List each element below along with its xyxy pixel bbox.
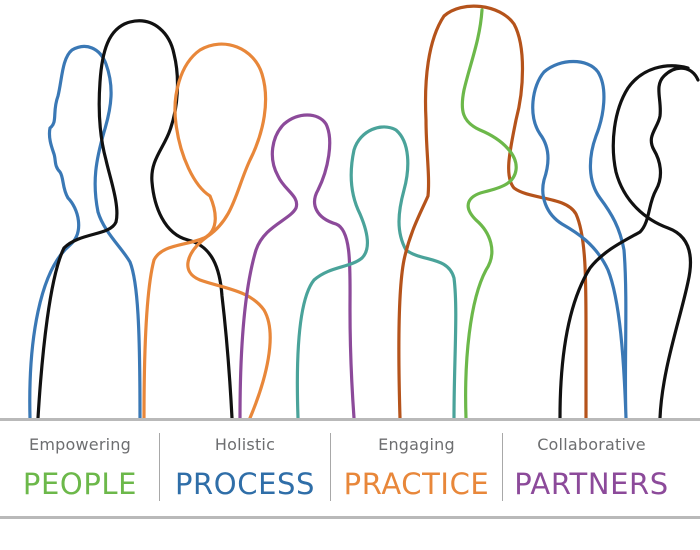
column-partners: Collaborative PARTNERS	[503, 421, 680, 516]
column-title: PEOPLE	[22, 467, 138, 501]
silhouette-teal	[295, 125, 458, 420]
column-title: PRACTICE	[343, 467, 490, 501]
silhouette-purple	[238, 113, 356, 420]
silhouette-green	[460, 8, 518, 420]
column-title: PARTNERS	[514, 467, 669, 501]
column-practice: Engaging PRACTICE	[331, 421, 502, 516]
column-divider	[502, 433, 503, 501]
bottom-divider-line	[0, 516, 700, 519]
column-subtitle: Holistic	[214, 435, 276, 454]
column-people: Empowering PEOPLE	[0, 421, 160, 516]
silhouette-brown	[397, 4, 588, 420]
silhouette-blue-right	[531, 60, 628, 420]
people-silhouettes-illustration	[28, 4, 700, 420]
column-title: PROCESS	[174, 467, 316, 501]
silhouette-black-right	[558, 66, 700, 420]
silhouette-black-left	[36, 19, 234, 420]
top-divider-line	[0, 418, 700, 421]
column-subtitle: Empowering	[29, 435, 131, 454]
column-process: Holistic PROCESS	[160, 421, 330, 516]
column-divider	[330, 433, 331, 501]
values-row: Empowering PEOPLE Holistic PROCESS Engag…	[0, 421, 700, 516]
column-subtitle: Engaging	[378, 435, 455, 454]
silhouette-black-right-profile	[611, 64, 693, 420]
column-divider	[159, 433, 160, 501]
column-subtitle: Collaborative	[537, 435, 646, 454]
silhouette-blue-left	[28, 44, 142, 420]
silhouette-orange	[142, 42, 272, 420]
